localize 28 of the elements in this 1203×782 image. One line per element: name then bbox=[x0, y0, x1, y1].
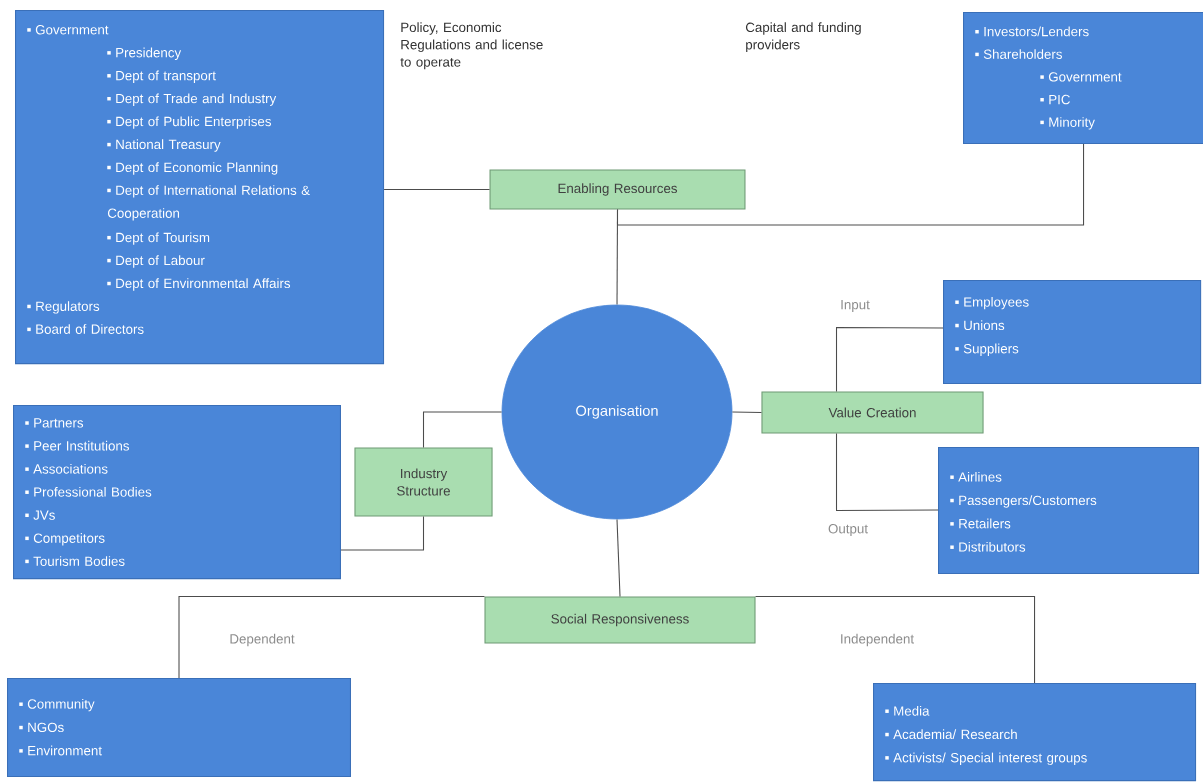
list-box: Employees Unions Suppliers bbox=[943, 280, 1202, 384]
category-box: Value Creation bbox=[761, 391, 984, 434]
category-box: Enabling Resources bbox=[489, 169, 746, 210]
category-box: Social Responsiveness bbox=[484, 596, 756, 644]
annotation-text: Capital and funding providers bbox=[745, 22, 861, 52]
edge-label: Dependent bbox=[228, 632, 296, 648]
category-box: Industry Structure bbox=[354, 447, 493, 517]
connector-line bbox=[178, 595, 485, 679]
connector-line bbox=[616, 518, 621, 597]
list-box: Media Academia/ Research Activists/ Special interest groups bbox=[873, 683, 1197, 782]
edge-label: Output bbox=[826, 522, 870, 538]
annotation-text: Policy, Economic Regulations and license to operate bbox=[400, 22, 543, 70]
connector-line bbox=[383, 188, 491, 191]
connector-line bbox=[835, 326, 944, 392]
connector-line bbox=[340, 516, 425, 551]
edge-label: Input bbox=[838, 298, 872, 314]
list-box: Airlines Passengers/Customers Retailers Distributors bbox=[938, 447, 1200, 575]
connector-line bbox=[422, 411, 503, 448]
connector-line bbox=[835, 433, 939, 512]
connector-line bbox=[755, 595, 1036, 684]
connector-line bbox=[731, 411, 762, 414]
connector-line bbox=[616, 208, 619, 306]
list-box: Government Presidency Dept of transport Dept of Trade and Industry Dept of Public Enterprises National Treasury Dept of Economic Planning Dept of International Relations & Cooperation Dept of Tourism Dept of Labour Dept of Environmental Affairs Regulators Board of Directors bbox=[15, 10, 385, 365]
connector-line bbox=[616, 143, 1085, 226]
list-box: Investors/Lenders Shareholders Government PIC Minority bbox=[963, 12, 1203, 144]
edge-label: Independent bbox=[838, 632, 916, 648]
list-box: Community NGOs Environment bbox=[7, 678, 351, 778]
list-box: Partners Peer Institutions Associations Professional Bodies JVs Competitors Tourism Bodies bbox=[13, 405, 341, 580]
